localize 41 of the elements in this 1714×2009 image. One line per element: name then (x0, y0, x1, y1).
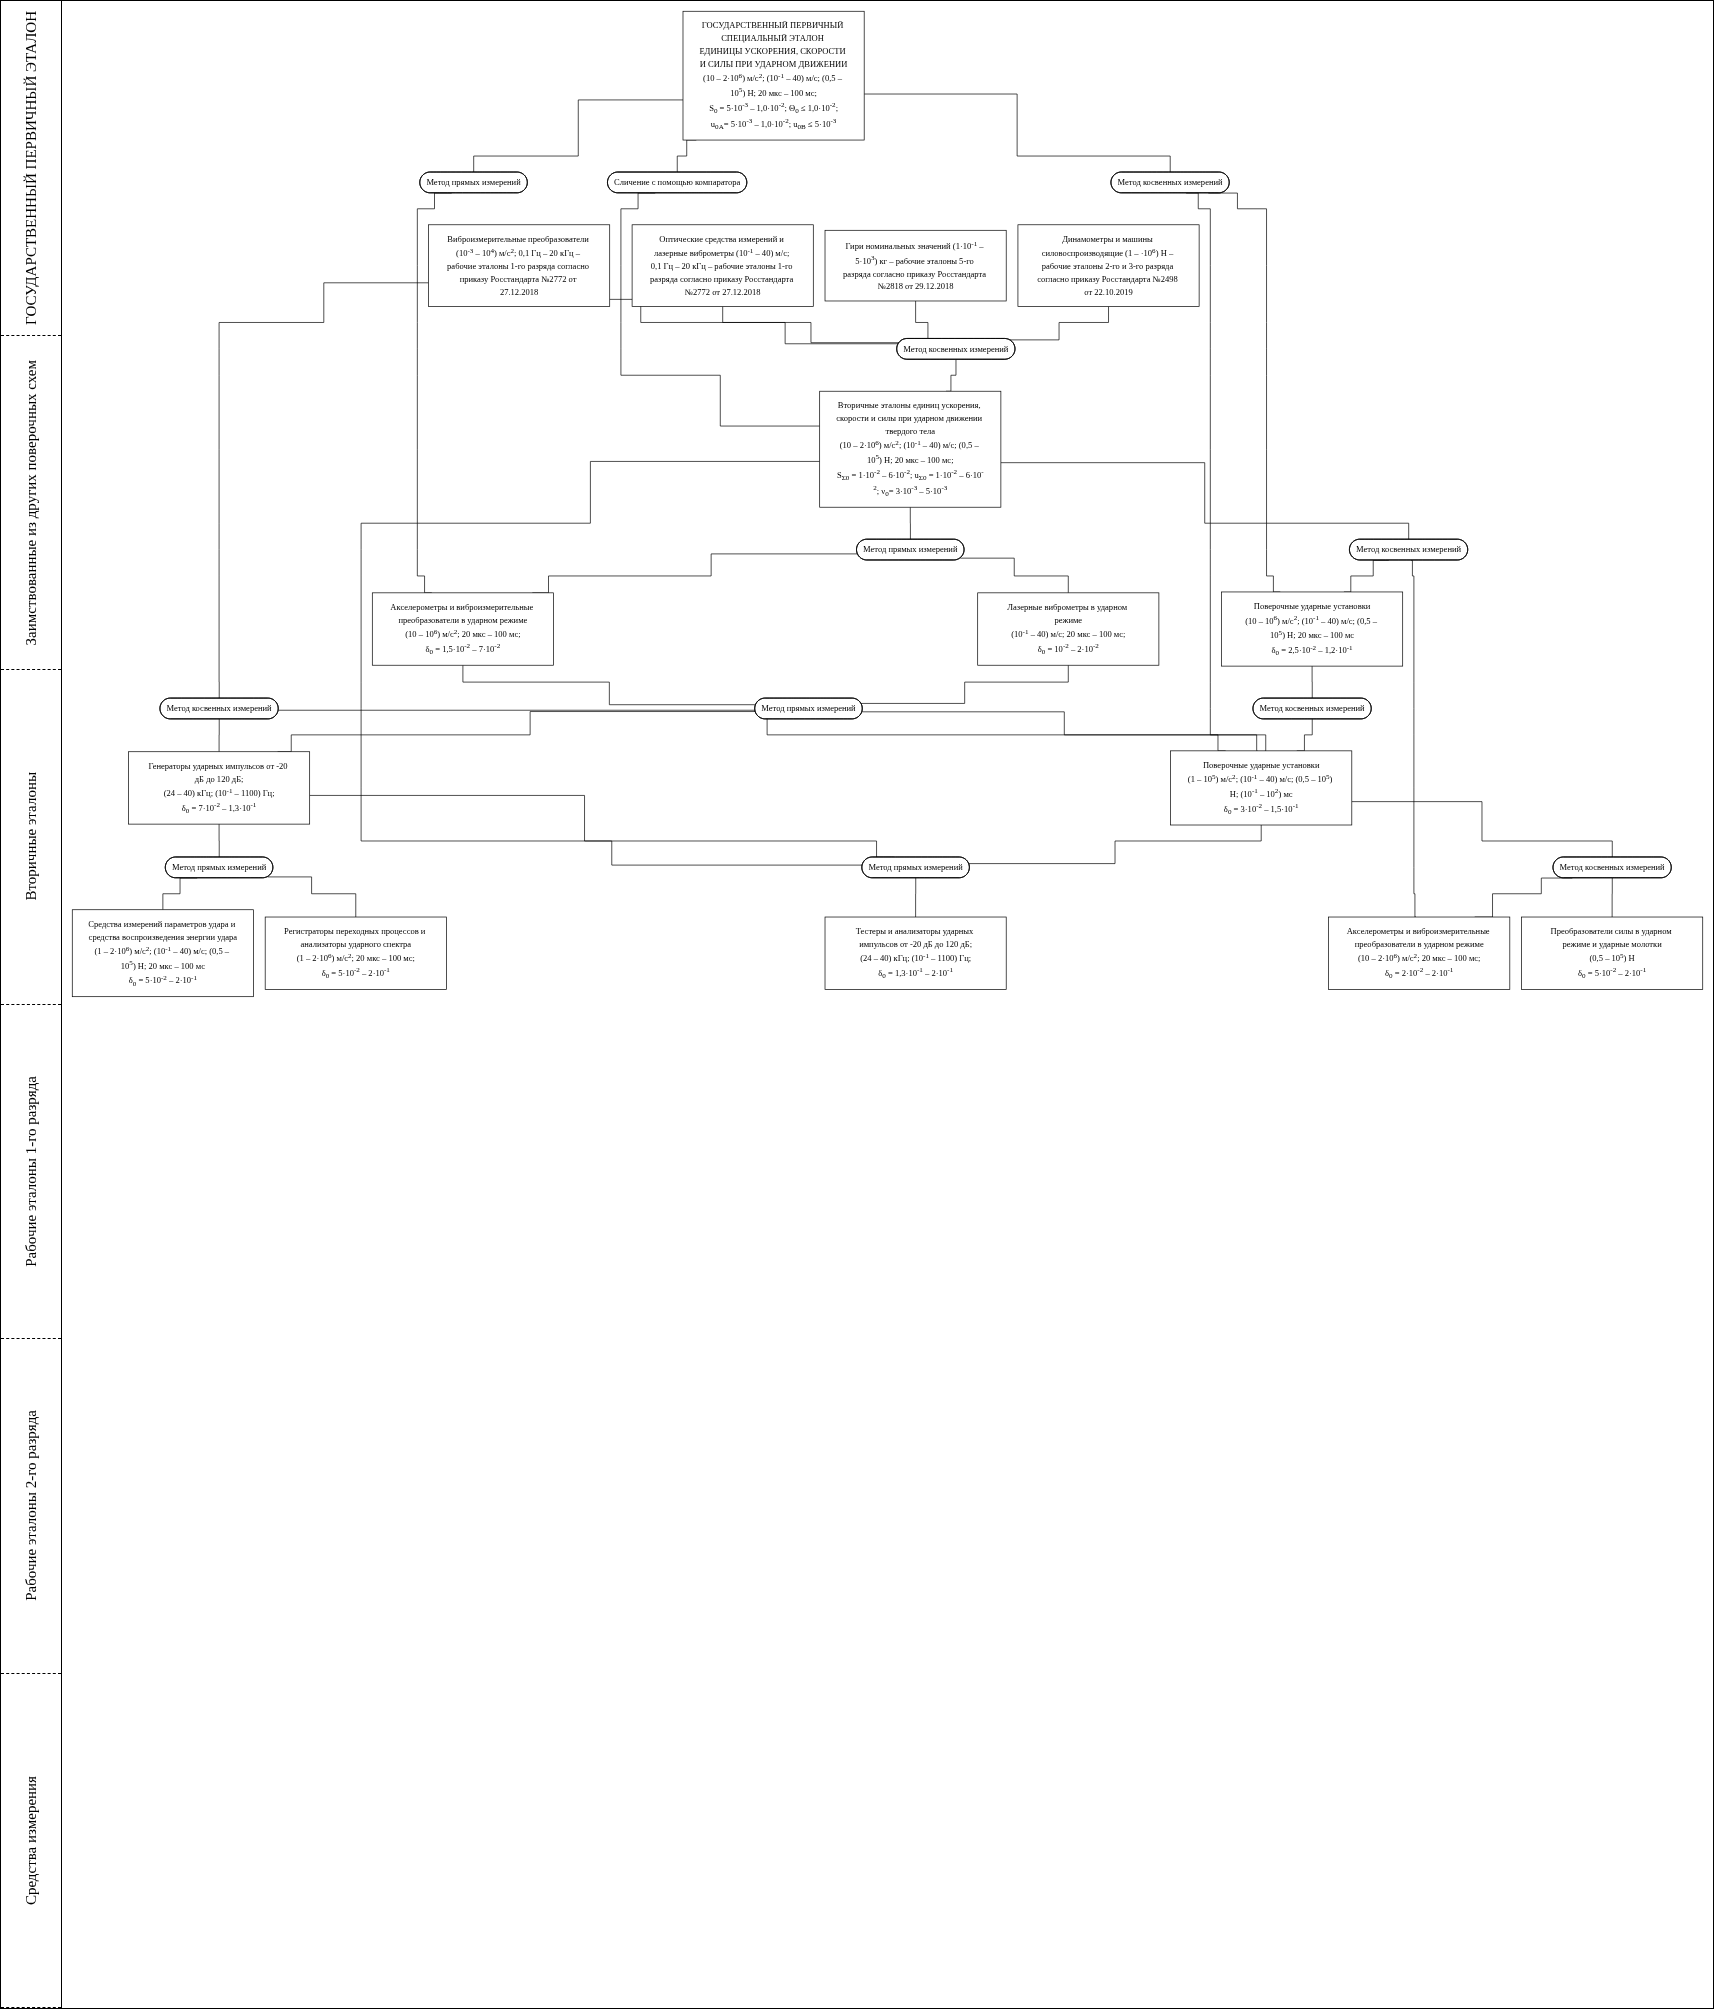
node-box: Генераторы ударных импульсов от -20 дБ до 120 дБ; (24 – 40) кГц; (10$^{-1}$ – 1100) Гц; δ$_{0}$ = 7·10$^{-2}$ – 1,3·10$^{-1}$ (128, 751, 311, 825)
connector (462, 664, 757, 706)
connector (267, 876, 357, 918)
node-box: Гири номинальных значений (1·10$^{-1}$ – 5·10$^{3}$) кг – рабочие эталоны 5-го разряда согласно приказу Росстандарта №2818 от 29.12.2018 (824, 229, 1007, 302)
connector (909, 506, 911, 540)
node-box: Тестеры и анализаторы ударных импульсов от -20 дБ до 120 дБ; (24 – 40) кГц; (10$^{-1}$ – 1100) Гц; δ$_{0}$ = 1,3·10$^{-1}$ – 2·10$^{-1}$ (824, 916, 1007, 990)
connector (959, 557, 1069, 594)
connector (278, 709, 1258, 752)
row-label: ГОСУДАРСТВЕННЫЙ ПЕРВИЧНЫЙ ЭТАЛОН (22, 10, 40, 325)
node-box: Виброизмерительные преобразователи (10$^{-3}$ – 10$^{4}$) м/с$^{2}$; 0,1 Гц – 20 кГц – рабочие эталоны 1-го разряда согласно приказу Росстандарта №2772 от 27.12.2018 (428, 224, 611, 307)
connector (218, 718, 220, 753)
connector (620, 192, 821, 427)
connector (722, 306, 900, 344)
connector (360, 461, 863, 866)
row-label: Рабочие эталоны 1-го разряда (22, 1075, 40, 1267)
node-box: Акселерометры и виброизмерительные преобразователи в ударном режиме (10 – 2·10$^{6}$) м/с$^{2}$; 20 мкс – 100 мс; δ$_{0}$ = 2·10$^{-2}$ – 2·10$^{-1}$ (1328, 916, 1511, 990)
node-box: Поверочные ударные установки (1 – 10$^{5}$) м/с$^{2}$; (10$^{-1}$ – 40) м/с; (0,5 – 10$^{5}$) Н; (10$^{-1}$ – 10$^{2}$) мс δ$_{0}$ = 3·10$^{-2}$ – 1,5·10$^{-1}$ (1170, 750, 1353, 826)
node-box: Акселерометры и виброизмерительные преобразователи в ударном режиме (10 – 10$^{6}$) м/с$^{2}$; 20 мкс – 100 мс; δ$_{0}$ = 1,5·10$^{-2}$ – 7·10$^{-2}$ (371, 592, 554, 666)
connector (968, 824, 1262, 864)
connector (1000, 462, 1410, 540)
node-box: ГОСУДАРСТВЕННЫЙ ПЕРВИЧНЫЙ СПЕЦИАЛЬНЫЙ ЭТАЛОН ЕДИНИЦЫ УСКОРЕНИЯ, СКОРОСТИ И СИЛЫ ПРИ УДАРНОМ ДВИЖЕНИИ (10 – 2·10$^{6}$) м/с$^{2}$; (10$^{-1}$ – 40) м/с; (0,5 – 10$^{5}$) Н; 20 мкс – 100 мс; S$_{0}$ = 5·10$^{-3}$ – 1,0·10$^{-2}$; Θ$_{0}$ ≤ 1,0·10$^{-2}$; u$_{0A}$= 5·10$^{-3}$ – 1,0·10$^{-2}$; u$_{0B}$ ≤ 5·10$^{-3}$ (682, 10, 865, 141)
node-box: Оптические средства измерений и лазерные виброметры (10$^{-1}$ – 40) м/с; 0,1 Гц – 20 кГц – рабочие эталоны 1-го разряда согласно приказу Росстандарта №2772 от 27.12.2018 (631, 224, 814, 307)
connector (1410, 559, 1417, 918)
row-label: Заимствованные из других поверочных схем (22, 359, 40, 645)
row-label: Вторичные эталоны (22, 772, 40, 901)
connector (609, 299, 899, 345)
connector (861, 711, 1267, 752)
node-box: Средства измерений параметров удара и средства воспроизведения энергии удара (1 – 2·10$^{6}$) м/с$^{2}$; (10$^{-1}$ – 40) м/с; (0,5 – 10$^{5}$) Н; 20 мкс – 100 мс δ$_{0}$ = 5·10$^{-2}$ – 2·10$^{-1}$ (71, 909, 254, 998)
node-box: Преобразователи силы в ударном режиме и ударные молотки (0,5 – 10$^{5}$) Н δ$_{0}$ = 5·10$^{-2}$ – 2·10$^{-1}$ (1521, 916, 1704, 990)
node-box: Лазерные виброметры в ударном режиме (10$^{-1}$ – 40) м/с; 20 мкс – 100 мс; δ$_{0}$ = 10$^{-2}$ – 2·10$^{-2}$ (977, 592, 1160, 666)
node-box: Динамометры и машины силовоспроизводящие (1 – ·10$^{6}$) Н – рабочие эталоны 2-го и 3-го разряда согласно приказу Росстандарта №2498 от 22.10.2019 (1017, 224, 1200, 307)
node-box: Поверочные ударные установки (10 – 10$^{6}$) м/с$^{2}$; (10$^{-1}$ – 40) м/с; (0,5 – 10$^{5}$) Н; 20 мкс – 100 мс δ$_{0}$ = 2,5·10$^{-2}$ – 1,2·10$^{-1}$ (1221, 591, 1404, 667)
connector (915, 877, 917, 918)
connector (1351, 801, 1613, 858)
node-box: Вторичные эталоны единиц ускорения, скорости и силы при ударном движении твердого тела (10 – 2·10$^{6}$) м/с$^{2}$; (10$^{-1}$ – 40) м/с; (0,5 – 10$^{5}$) Н; 20 мкс – 100 мс; S$_{Σ0}$ = 1·10$^{-2}$ – 6·10$^{-2}$; u$_{Σ0}$ = 1·10$^{-2}$ – 6·10$^{-}$$^{2}$; ν$_{0}$= 3·10$^{-3}$ – 5·10$^{-3}$ (819, 390, 1002, 508)
row-label: Средства измерения (22, 1775, 40, 1905)
row-label: Рабочие эталоны 2-го разряда (22, 1410, 40, 1602)
connector (1611, 877, 1613, 918)
connector (218, 282, 429, 699)
node-box: Регистраторы переходных процессов и анализаторы ударного спектра (1 – 2·10$^{6}$) м/с$^{2}$; 20 мкс – 100 мс; δ$_{0}$ = 5·10$^{-2}$ – 2·10$^{-1}$ (264, 916, 447, 990)
connector (860, 664, 1069, 704)
